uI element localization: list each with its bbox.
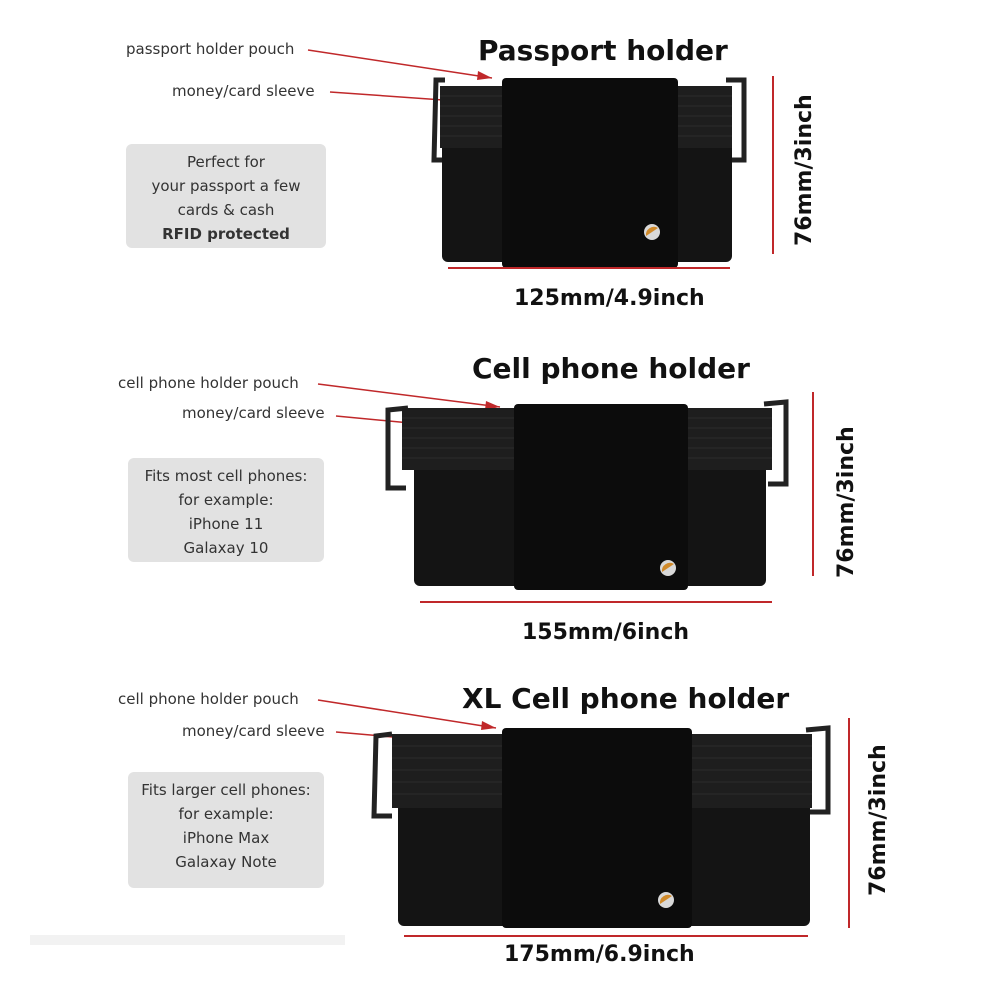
info-box-cell: Fits most cell phones: for example: iPho… <box>128 458 324 562</box>
width-line-xl <box>404 935 808 937</box>
belt-clip-right <box>726 77 747 163</box>
height-line-passport <box>772 76 774 254</box>
pouch-front <box>514 404 688 590</box>
info-line: Fits larger cell phones: <box>141 781 311 799</box>
pouch-front <box>502 78 678 268</box>
info-line: iPhone 11 <box>188 515 264 533</box>
label-sleeve-cell: money/card sleeve <box>182 404 325 422</box>
info-line-rfid: RFID protected <box>162 225 290 243</box>
pouch-front <box>502 728 692 928</box>
info-line: Galaxay 10 <box>183 539 269 557</box>
width-line-passport <box>448 267 730 269</box>
height-label-xl: 76mm/3inch <box>866 744 891 896</box>
label-sleeve-passport: money/card sleeve <box>172 82 315 100</box>
belt-clip-left <box>431 77 446 163</box>
belt-clip-left <box>371 731 393 819</box>
section-title-xl: XL Cell phone holder <box>462 682 790 715</box>
label-pouch-cell: cell phone holder pouch <box>118 374 299 392</box>
height-line-xl <box>848 718 850 928</box>
label-pouch-passport: passport holder pouch <box>126 40 295 58</box>
width-label-passport: 125mm/4.9inch <box>514 286 705 311</box>
info-line: Galaxay Note <box>175 853 277 871</box>
info-line: for example: <box>178 805 274 823</box>
info-line: Fits most cell phones: <box>144 467 308 485</box>
belt-clip-right <box>805 725 831 815</box>
label-pouch-xl: cell phone holder pouch <box>118 690 299 708</box>
width-label-xl: 175mm/6.9inch <box>504 942 695 967</box>
section-title-cell: Cell phone holder <box>472 352 750 385</box>
height-line-cell <box>812 392 814 576</box>
info-box-xl: Fits larger cell phones: for example: iP… <box>128 772 324 888</box>
info-box-passport: Perfect for your passport a few cards & … <box>126 144 326 248</box>
bottom-divider <box>30 935 345 945</box>
width-label-cell: 155mm/6inch <box>522 620 690 645</box>
width-line-cell <box>420 601 772 603</box>
section-title-passport: Passport holder <box>478 34 728 67</box>
info-line: Perfect for <box>187 153 265 171</box>
belt-clip-left <box>385 405 409 491</box>
info-line: cards & cash <box>177 201 275 219</box>
info-line: for example: <box>178 491 274 509</box>
label-sleeve-xl: money/card sleeve <box>182 722 325 740</box>
info-line: your passport a few <box>151 177 301 195</box>
info-line: iPhone Max <box>182 829 270 847</box>
belt-clip-right <box>763 399 789 487</box>
